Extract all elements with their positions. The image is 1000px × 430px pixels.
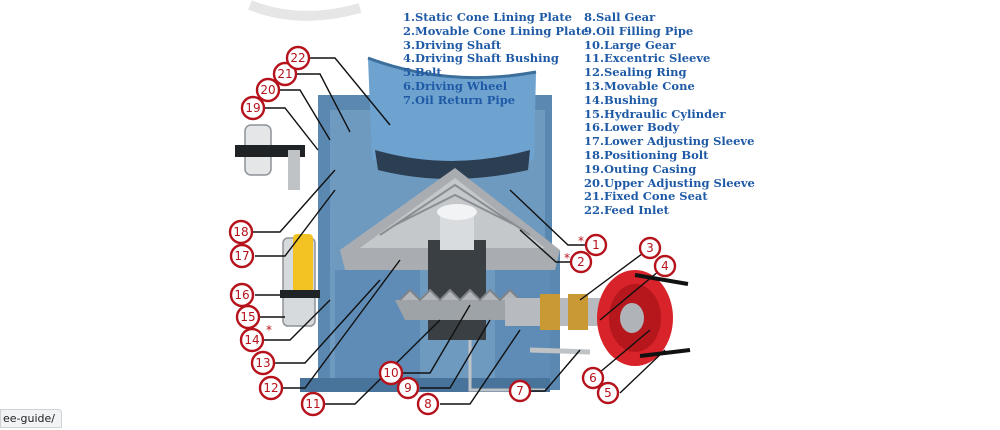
callout-21: 21 [272,61,298,87]
legend-item: 13.Movable Cone [584,78,695,93]
callout-22: 22 [285,45,311,71]
legend-item: 18.Positioning Bolt [584,147,709,162]
legend-item: 1.Static Cone Lining Plate [403,10,572,24]
callout-markers: 1 2 3 4 5 6 7 8 9 10 11 12 13 14 15 16 1… [228,45,677,417]
svg-text:14: 14 [244,333,259,347]
star-marker-1: * [578,234,584,248]
hydraulic-cylinder-drawing [280,234,320,327]
svg-text:8: 8 [424,397,432,411]
callout-13: 13 [250,350,276,376]
legend-item: 7.Oil Return Pipe [403,92,516,107]
svg-text:4: 4 [661,259,669,273]
callout-20: 20 [255,77,281,103]
callout-18: 18 [228,219,254,245]
legend-item: 20.Upper Adjusting Sleeve [584,175,755,190]
svg-text:17: 17 [234,249,249,263]
svg-text:19: 19 [245,101,260,115]
svg-text:11: 11 [305,397,320,411]
legend-item: 9.Oil Filling Pipe [584,23,694,38]
svg-text:1: 1 [592,238,600,252]
svg-text:5: 5 [604,386,612,400]
callout-14: 14 [239,327,265,353]
callout-7: 7 [508,379,532,403]
svg-text:13: 13 [255,356,270,370]
callout-17: 17 [229,243,255,269]
legend-item: 5.Belt [403,65,442,80]
svg-text:12: 12 [263,381,278,395]
legend-item: 12.Sealing Ring [584,65,687,80]
oil-filter-drawing [235,124,305,190]
legend-item: 19.Outing Casing [584,161,697,176]
svg-text:7: 7 [516,384,524,398]
svg-text:16: 16 [234,288,249,302]
svg-text:6: 6 [589,371,597,385]
legend-item: 21.Fixed Cone Seat [584,189,708,204]
callout-11: 11 [300,391,326,417]
legend-item: 10.Large Gear [584,37,676,52]
callout-10: 10 [378,360,404,386]
callout-19: 19 [240,95,266,121]
svg-text:9: 9 [404,381,412,395]
svg-text:18: 18 [233,225,248,239]
svg-text:20: 20 [260,83,275,97]
svg-text:22: 22 [290,51,305,65]
callout-8: 8 [416,392,440,416]
callout-1: 1 [584,233,608,257]
legend-item: 16.Lower Body [584,120,680,135]
status-url-chip: ee-guide/ [0,409,62,428]
legend-item: 17.Lower Adjusting Sleeve [584,134,755,149]
svg-text:3: 3 [646,241,654,255]
legend-item: 6.Driving Wheel [403,78,508,93]
parts-legend-right: 8.Sall Gear 9.Oil Filling Pipe 10.Large … [584,10,755,218]
callout-3: 3 [638,236,662,260]
callout-15: 15 [235,304,261,330]
drive-assembly-drawing [468,270,691,392]
callout-6: 6 [581,366,605,390]
watermark-smudge [248,0,362,21]
legend-item: 8.Sall Gear [584,10,656,24]
svg-text:21: 21 [277,67,292,81]
legend-item: 4.Driving Shaft Bushing [403,51,559,66]
star-marker-2: * [564,251,570,265]
callout-4: 4 [653,254,677,278]
callout-5: 5 [596,381,620,405]
legend-item: 22.Feed Inlet [584,203,669,218]
callout-2: 2 [569,250,593,274]
legend-item: 2.Movable Cone Lining Plate [403,23,589,38]
svg-text:15: 15 [240,310,255,324]
svg-text:10: 10 [383,366,398,380]
legend-item: 11.Excentric Sleeve [584,51,711,66]
callout-9: 9 [396,376,420,400]
legend-item: 15.Hydraulic Cylinder [584,106,726,121]
leader-lines [253,57,666,405]
callout-16: 16 [229,282,255,308]
legend-item: 14.Bushing [584,92,658,107]
star-marker-14: * [266,323,272,337]
callout-12: 12 [258,375,284,401]
svg-text:2: 2 [577,255,585,269]
parts-legend-left: 1.Static Cone Lining Plate 2.Movable Con… [403,10,589,108]
legend-item: 3.Driving Shaft [403,37,502,52]
